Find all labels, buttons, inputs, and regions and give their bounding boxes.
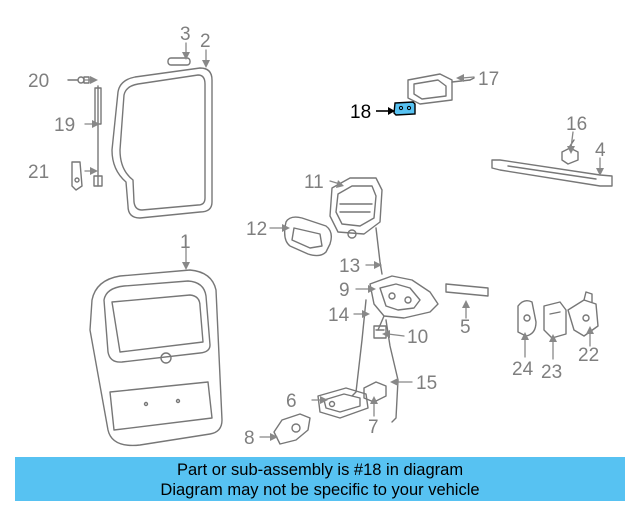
callout-9: 9 <box>339 280 350 301</box>
callout-19: 19 <box>54 115 75 136</box>
callout-17: 17 <box>478 69 499 90</box>
callout-13: 13 <box>339 256 360 277</box>
part-17-hinge <box>407 73 475 105</box>
part-11-lock-housing <box>329 177 383 239</box>
callout-18[interactable]: 18 <box>350 102 371 123</box>
callout-3: 3 <box>180 24 191 45</box>
callout-15: 15 <box>416 373 437 394</box>
callout-7: 7 <box>368 417 379 438</box>
part-5-plate <box>445 283 489 297</box>
parts-diagram: 1 2 3 4 5 6 7 8 9 10 11 12 13 14 15 16 1… <box>28 24 613 449</box>
callout-22: 22 <box>578 345 599 366</box>
callout-labels: 1 2 3 4 5 6 7 8 9 10 11 12 13 14 15 16 1… <box>28 24 606 449</box>
callout-16: 16 <box>566 114 587 135</box>
part-8-strap <box>273 413 311 445</box>
callout-1: 1 <box>180 232 191 253</box>
callout-20: 20 <box>28 71 49 92</box>
part-1-tailgate <box>89 269 223 447</box>
part-2-rear-window <box>111 67 213 219</box>
callout-2: 2 <box>200 31 211 52</box>
part-10-clip <box>373 325 387 339</box>
part-23-bracket <box>543 301 567 339</box>
part-4-rail <box>491 159 613 187</box>
banner-line-1: Part or sub-assembly is #18 in diagram <box>176 461 464 479</box>
callout-11: 11 <box>304 172 324 193</box>
callout-24: 24 <box>512 359 534 380</box>
part-24-striker <box>517 299 537 337</box>
part-9-latch-assembly <box>369 275 439 331</box>
callout-12: 12 <box>246 219 267 240</box>
callout-5: 5 <box>460 317 471 338</box>
arrowheads <box>90 52 604 441</box>
part-7-block <box>363 381 387 403</box>
banner-line-2: Diagram may not be specific to your vehi… <box>160 481 480 499</box>
callout-14: 14 <box>328 305 350 326</box>
callout-21: 21 <box>28 162 49 183</box>
callout-4: 4 <box>595 140 606 161</box>
part-13-rod <box>375 227 383 275</box>
part-18-highlighted[interactable] <box>376 101 416 116</box>
part-21-bracket <box>71 161 83 191</box>
part-3-strip <box>167 57 191 66</box>
callout-10: 10 <box>407 327 428 348</box>
part-22-hinge-bracket <box>567 291 599 337</box>
part-14-rod <box>351 299 367 397</box>
info-banner: Part or sub-assembly is #18 in diagram D… <box>15 457 625 501</box>
callout-6: 6 <box>286 391 297 412</box>
part-12-bezel <box>283 216 333 257</box>
callout-23: 23 <box>541 362 562 383</box>
part-6-actuator <box>317 387 369 419</box>
callout-8: 8 <box>244 428 255 449</box>
